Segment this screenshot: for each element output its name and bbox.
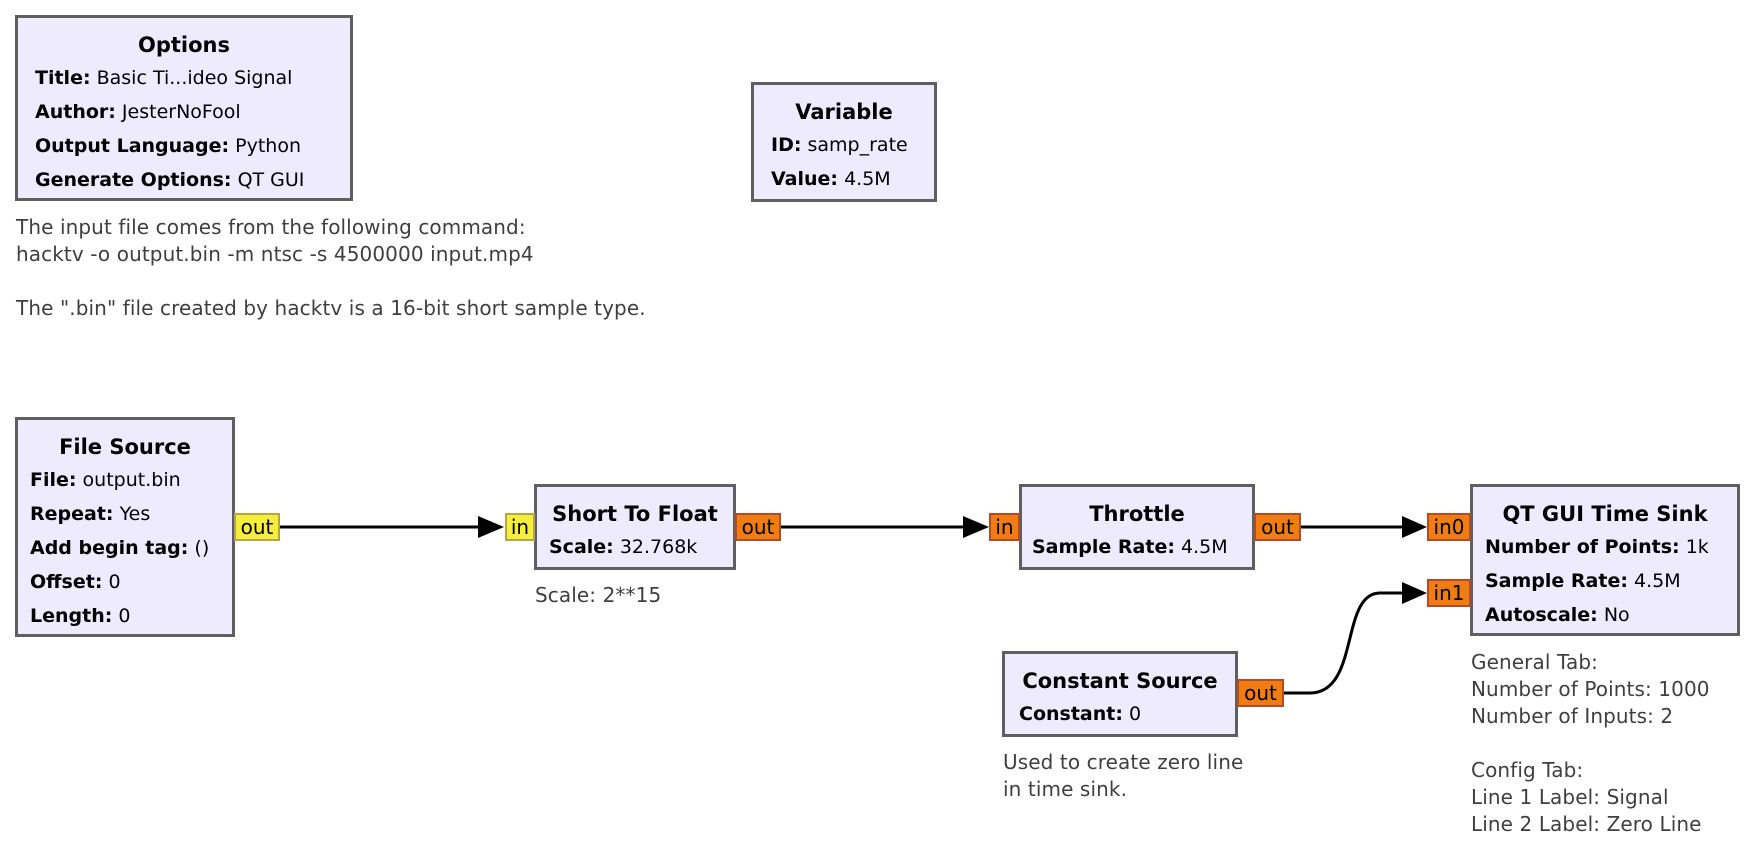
time-sink-block-title: QT GUI Time Sink: [1502, 502, 1708, 526]
short-to-float-block[interactable]: Short To Float Scale: 32.768k: [534, 484, 736, 570]
short-to-float-comment: Scale: 2**15: [535, 583, 662, 607]
file-source-add-begin-tag-param: Add begin tag: (): [30, 537, 210, 559]
constant-source-out-port[interactable]: out: [1237, 679, 1284, 707]
options-block[interactable]: Options Title: Basic Ti...ideo Signal Au…: [15, 15, 353, 201]
variable-block[interactable]: Variable ID: samp_rate Value: 4.5M: [751, 82, 937, 202]
file-source-repeat-param: Repeat: Yes: [30, 503, 151, 525]
time-sink-in1-port[interactable]: in1: [1427, 579, 1471, 607]
file-source-offset-param: Offset: 0: [30, 571, 121, 593]
options-output-language-param: Output Language: Python: [35, 135, 301, 157]
short-to-float-in-port[interactable]: in: [505, 513, 535, 541]
variable-value-param: Value: 4.5M: [771, 168, 891, 190]
options-block-title: Options: [138, 33, 230, 57]
constant-source-constant-param: Constant: 0: [1019, 703, 1142, 725]
short-to-float-scale-param: Scale: 32.768k: [549, 536, 698, 558]
file-source-file-param: File: output.bin: [30, 469, 181, 491]
constant-source-comment: Used to create zero line in time sink.: [1003, 750, 1244, 801]
throttle-in-port[interactable]: in: [989, 513, 1020, 541]
file-source-block[interactable]: File Source File: output.bin Repeat: Yes…: [15, 417, 235, 637]
arrowhead-short-to-float-in: [478, 516, 504, 538]
time-sink-block[interactable]: QT GUI Time Sink Number of Points: 1k Sa…: [1470, 484, 1740, 636]
file-source-out-port[interactable]: out: [234, 513, 280, 541]
throttle-block-title: Throttle: [1089, 502, 1185, 526]
throttle-sample-rate-param: Sample Rate: 4.5M: [1032, 536, 1228, 558]
time-sink-in0-port[interactable]: in0: [1427, 513, 1471, 541]
throttle-out-port[interactable]: out: [1254, 513, 1301, 541]
options-generate-options-param: Generate Options: QT GUI: [35, 169, 305, 191]
variable-block-title: Variable: [795, 100, 893, 124]
short-to-float-block-title: Short To Float: [552, 502, 718, 526]
wire-constant-source-to-time-sink-in1[interactable]: [1284, 591, 1402, 695]
time-sink-sample-rate-param: Sample Rate: 4.5M: [1485, 570, 1681, 592]
short-to-float-out-port[interactable]: out: [735, 513, 781, 541]
arrowhead-throttle-in: [963, 516, 989, 538]
constant-source-block-title: Constant Source: [1022, 669, 1218, 693]
options-title-param: Title: Basic Ti...ideo Signal: [35, 67, 293, 89]
constant-source-block[interactable]: Constant Source Constant: 0: [1002, 651, 1238, 737]
throttle-block[interactable]: Throttle Sample Rate: 4.5M: [1019, 484, 1255, 570]
file-source-length-param: Length: 0: [30, 605, 131, 627]
arrowhead-time-sink-in0: [1402, 516, 1427, 538]
options-comment: The input file comes from the following …: [16, 215, 646, 320]
file-source-block-title: File Source: [59, 435, 191, 459]
arrowhead-time-sink-in1: [1402, 582, 1427, 604]
time-sink-number-of-points-param: Number of Points: 1k: [1485, 536, 1709, 558]
options-author-param: Author: JesterNoFool: [35, 101, 241, 123]
time-sink-autoscale-param: Autoscale: No: [1485, 604, 1630, 626]
variable-id-param: ID: samp_rate: [771, 134, 908, 156]
time-sink-comment: General Tab: Number of Points: 1000 Numb…: [1471, 650, 1710, 836]
